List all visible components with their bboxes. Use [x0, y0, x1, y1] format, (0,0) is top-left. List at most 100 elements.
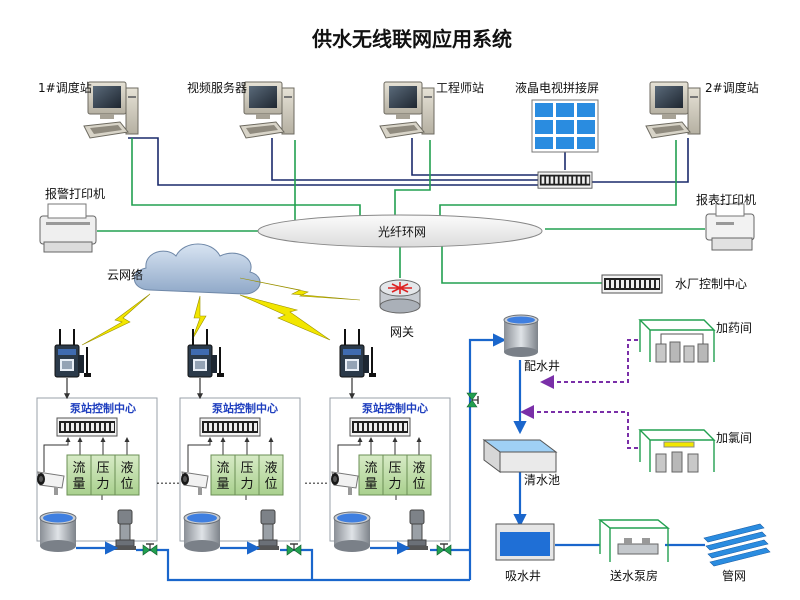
station3-sensor-pressure	[382, 454, 408, 496]
station3-level-l2: 位	[412, 477, 425, 492]
label-gateway: 网关	[390, 325, 414, 339]
valve-station1	[142, 543, 158, 556]
station1-level-l1: 液	[120, 461, 133, 476]
plant-control-center	[601, 274, 663, 294]
label-dispatch2: 2#调度站	[705, 80, 759, 95]
station1-router	[54, 328, 92, 378]
gateway-router	[379, 279, 421, 314]
line-engineer-to-lcd	[411, 138, 540, 176]
station1-pump	[113, 509, 137, 551]
station1-camera	[36, 471, 65, 496]
station2-pressure-l1: 压	[240, 461, 253, 476]
station3-controller	[349, 417, 411, 437]
station1-sensor-flow	[66, 454, 92, 496]
station2-pump	[256, 509, 280, 551]
pump-station-2	[179, 397, 301, 542]
label-engineer: 工程师站	[436, 80, 484, 95]
fiber-ring	[257, 214, 543, 248]
station3-camera	[330, 471, 359, 496]
label-video-server: 视频服务器	[187, 80, 247, 95]
label-clear-water-tank: 清水池	[524, 473, 560, 487]
station1-pressure-l2: 力	[96, 477, 109, 492]
station2-flow-l2: 量	[216, 477, 229, 492]
station2-center-label: 泵站控制中心	[212, 401, 278, 415]
label-report-printer: 报表打印机	[696, 192, 756, 207]
diagram-title: 供水无线联网应用系统	[311, 27, 512, 51]
station3-router	[339, 328, 377, 378]
station1-sensor-level	[114, 454, 140, 496]
pipe-network	[703, 523, 771, 567]
label-lcd-wall: 液晶电视拼接屏	[515, 80, 599, 95]
label-distribution-well: 配水井	[524, 359, 560, 373]
station2-camera	[180, 471, 209, 496]
pc-engineer	[379, 81, 435, 139]
chlorination-room	[638, 429, 716, 473]
pump-station-1	[36, 397, 158, 542]
label-dispatch1: 1#调度站	[38, 80, 92, 95]
station1-flow-l1: 流	[72, 461, 85, 476]
report-printer	[705, 203, 755, 251]
pump-house	[598, 519, 670, 562]
line-dispatch1-to-lcd	[128, 137, 540, 186]
cloud-network	[134, 243, 261, 295]
line-engineer-to-ring	[394, 140, 431, 218]
station2-level-l1: 液	[264, 461, 277, 476]
station3-pump	[405, 509, 429, 551]
station3-sensor-level	[406, 454, 432, 496]
station3-flow-l1: 流	[364, 461, 377, 476]
station3-sensor-flow	[358, 454, 384, 496]
lightning-cloud-station2	[191, 295, 207, 341]
label-alarm-printer: 报警打印机	[45, 186, 105, 201]
station1-tank	[39, 511, 77, 553]
distribution-well	[503, 314, 539, 357]
pc-dispatch1	[83, 81, 139, 139]
station3-flow-l2: 量	[364, 477, 377, 492]
pc-video-server	[239, 81, 295, 139]
valve-station2	[286, 543, 302, 556]
station1-sensor-pressure	[90, 454, 116, 496]
lcd-controller	[537, 171, 593, 189]
station1-pressure-l1: 压	[96, 461, 109, 476]
station2-tank	[183, 511, 221, 553]
line-chlorine-to-well	[520, 405, 638, 449]
line-dispatch2-to-lcd	[590, 138, 689, 183]
station3-center-label: 泵站控制中心	[362, 401, 428, 415]
station2-sensor-level	[258, 454, 284, 496]
station2-flow-l1: 流	[216, 461, 229, 476]
station3-level-l1: 液	[412, 461, 425, 476]
pc-dispatch2	[645, 81, 701, 139]
lcd-video-wall	[531, 99, 599, 153]
label-chlorination-room: 加氯间	[716, 431, 752, 445]
lightning-cloud-gateway	[239, 277, 361, 301]
line-dosing-to-well	[540, 339, 638, 389]
lightning-cloud-station3	[239, 294, 331, 341]
label-pump-house: 送水泵房	[610, 568, 658, 583]
ellipsis-2: ……	[304, 473, 328, 487]
alarm-printer	[39, 203, 97, 253]
station2-router	[187, 328, 225, 378]
label-suction-well: 吸水井	[505, 569, 541, 583]
clear-water-tank	[482, 439, 558, 473]
station2-level-l2: 位	[264, 477, 277, 492]
station3-tank	[333, 511, 371, 553]
suction-well	[495, 523, 555, 561]
line-dispatch2-to-ring	[439, 140, 677, 218]
station1-level-l2: 位	[120, 477, 133, 492]
station2-sensor-flow	[210, 454, 236, 496]
line-ring-to-plant-center	[441, 245, 602, 284]
ellipsis-1: ……	[156, 473, 180, 487]
pump-station-3	[329, 397, 451, 542]
station2-controller	[199, 417, 261, 437]
lightning-cloud-station1	[81, 293, 151, 346]
line-video-to-lcd	[271, 138, 540, 181]
label-dosing-room: 加药间	[716, 321, 752, 335]
station1-controller	[56, 417, 118, 437]
label-cloud: 云网络	[107, 267, 143, 282]
station3-pressure-l1: 压	[388, 461, 401, 476]
label-plant-center: 水厂控制中心	[675, 276, 747, 291]
dosing-room	[638, 319, 716, 363]
valve-station3	[436, 543, 452, 556]
line-dispatch1-to-ring	[131, 138, 361, 218]
station2-sensor-pressure	[234, 454, 260, 496]
